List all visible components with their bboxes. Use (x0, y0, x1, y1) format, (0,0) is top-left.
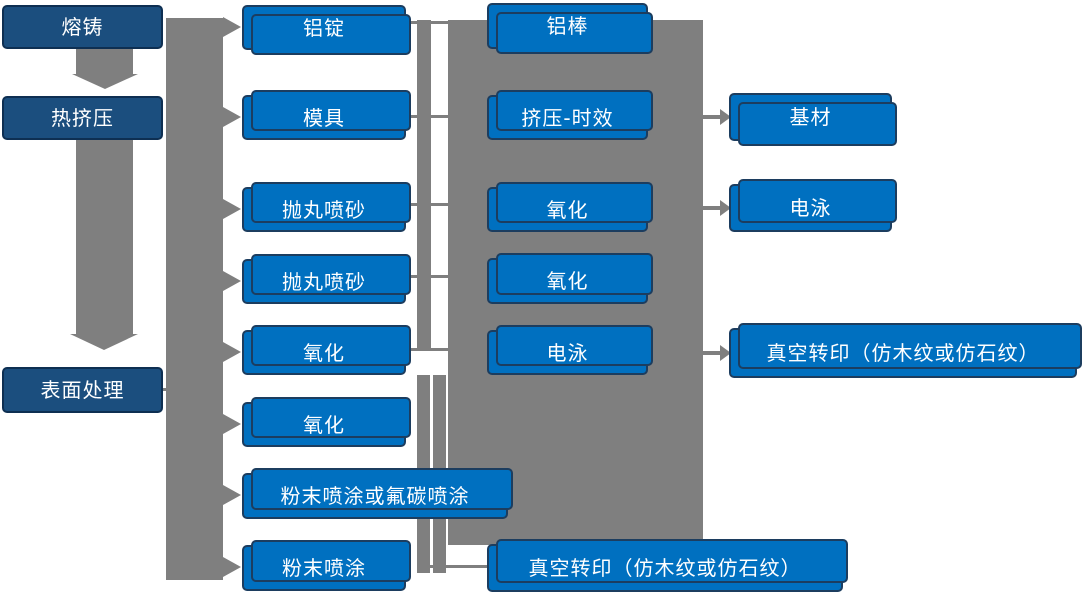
arrow-shaft (703, 351, 721, 355)
node-shot-blasting-2: 抛丸喷砂 (242, 254, 411, 304)
arrow-right-icon (223, 271, 241, 291)
node-aluminum-ingot: 铝锭 (242, 5, 411, 55)
node-powder-or-fluorocarbon-coating: 粉末喷涂或氟碳喷涂 (242, 468, 513, 519)
node-vacuum-transfer-print-1: 真空转印（仿木纹或仿石纹） (487, 539, 848, 592)
connector-row-link (406, 203, 448, 206)
node-extrusion-aging: 挤压-时效 (487, 90, 653, 140)
node-melting-casting: 熔铸 (2, 5, 163, 49)
node-vacuum-transfer-print-2: 真空转印（仿木纹或仿石纹） (729, 323, 1082, 378)
node-oxidation-2: 氧化 (242, 397, 411, 447)
connector-main-band (166, 18, 223, 580)
node-oxidation-4: 氧化 (487, 253, 653, 304)
connector-row-link (406, 21, 448, 24)
node-electrophoresis-2: 电泳 (729, 179, 897, 232)
arrow-shaft (703, 206, 721, 210)
connector-row-link (406, 275, 448, 278)
arrow-right-icon (223, 557, 241, 577)
connector-stage-band-2 (76, 138, 133, 334)
connector-strip-upper (417, 20, 431, 351)
connector-row-link (406, 115, 448, 118)
connector-bottom-link (430, 565, 487, 568)
arrow-down-icon (72, 74, 138, 89)
arrow-right-icon (720, 345, 731, 361)
arrow-right-icon (223, 414, 241, 434)
node-mold: 模具 (242, 90, 411, 140)
node-shot-blasting-1: 抛丸喷砂 (242, 182, 411, 232)
node-powder-coating: 粉末喷涂 (242, 540, 411, 591)
arrow-right-icon (223, 107, 241, 127)
node-hot-extrusion: 热挤压 (2, 96, 163, 140)
arrow-right-icon (223, 199, 241, 219)
node-oxidation-3: 氧化 (487, 182, 653, 232)
arrow-right-icon (720, 200, 731, 216)
arrow-down-icon (70, 334, 138, 350)
node-substrate: 基材 (729, 93, 897, 146)
arrow-right-icon (223, 17, 241, 37)
arrow-right-icon (720, 109, 731, 125)
connector-stage-band-1 (76, 49, 133, 75)
node-electrophoresis-1: 电泳 (487, 325, 653, 375)
connector-row-link (406, 348, 448, 351)
arrow-right-icon (223, 342, 241, 362)
arrow-right-icon (223, 485, 241, 505)
arrow-shaft (703, 115, 721, 119)
node-surface-treatment: 表面处理 (2, 367, 163, 413)
node-aluminum-rod: 铝棒 (487, 3, 653, 54)
connector-surface-link (159, 388, 171, 391)
node-oxidation-1: 氧化 (242, 325, 411, 375)
